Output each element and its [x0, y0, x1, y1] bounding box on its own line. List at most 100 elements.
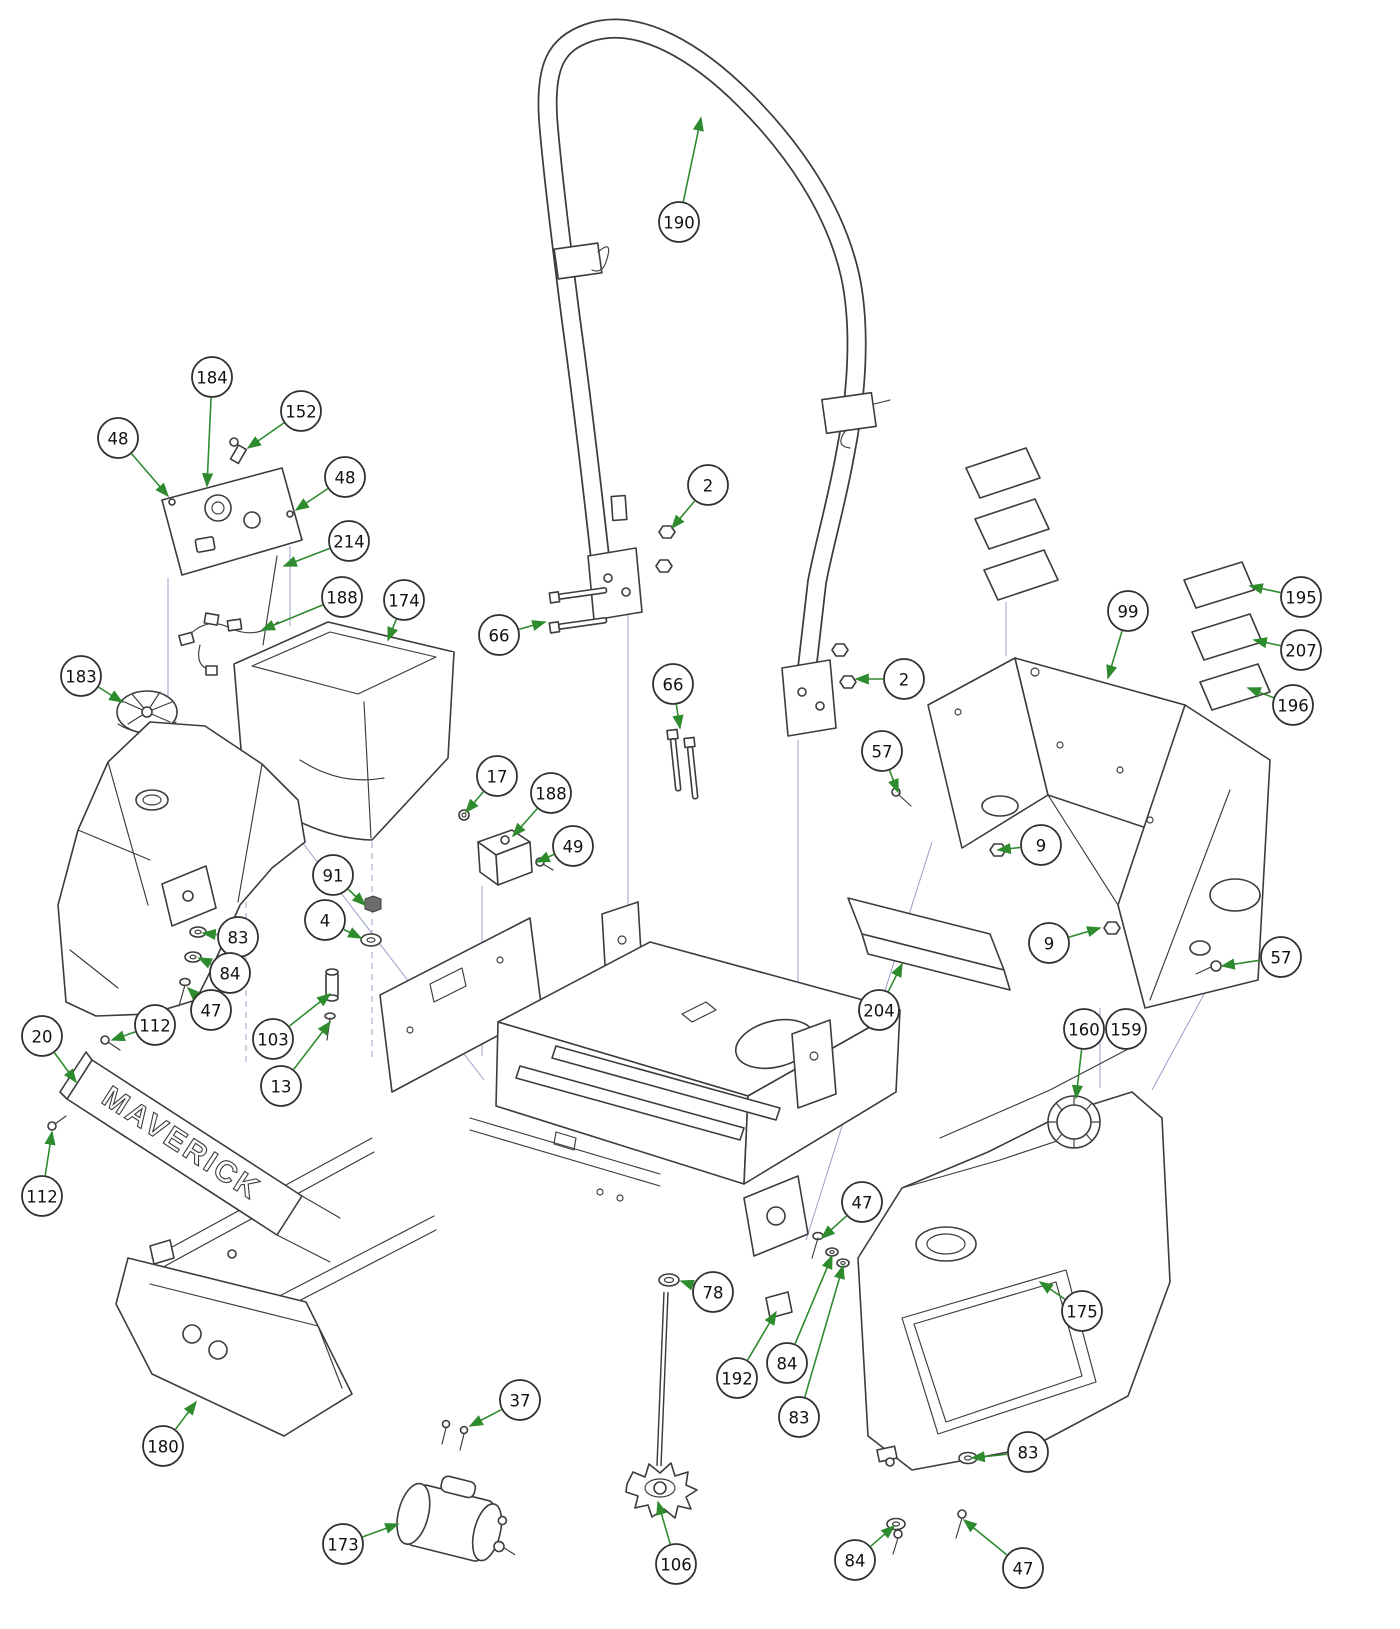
- callout-57: 57: [1220, 936, 1302, 978]
- leader-line: [186, 986, 202, 1001]
- brand-label: MAVERICK: [96, 1080, 266, 1207]
- balloon-label: 4: [320, 912, 331, 931]
- leader-line: [197, 957, 213, 969]
- balloon-label: 195: [1285, 589, 1317, 608]
- leader-line: [794, 1254, 833, 1344]
- callout-173: 173: [322, 1523, 400, 1565]
- balloon-label: 204: [863, 1002, 895, 1021]
- front-bumper: [115, 1239, 353, 1437]
- balloon-label: 99: [1118, 603, 1139, 622]
- callout-4: 4: [304, 899, 363, 941]
- leader-line: [970, 1451, 1008, 1463]
- balloon-circle: [328, 520, 370, 562]
- leader-line: [1068, 926, 1102, 938]
- callout-49: 49: [535, 825, 594, 867]
- balloon-circle: [499, 1379, 541, 1421]
- callout-188: 188: [260, 576, 363, 631]
- leader-line: [1220, 958, 1261, 970]
- leader-line: [820, 1215, 847, 1240]
- leader-line: [362, 1523, 400, 1538]
- callout-83: 83: [778, 1264, 845, 1438]
- leader-line: [887, 962, 903, 992]
- callout-17: 17: [464, 755, 518, 814]
- balloon-label: 66: [489, 627, 510, 646]
- balloon-circle: [1280, 576, 1322, 618]
- leader-line: [246, 422, 285, 449]
- balloon-label: 47: [201, 1002, 222, 1021]
- balloon-circle: [1272, 684, 1314, 726]
- leader-line: [98, 686, 124, 703]
- heat-shields-right: [1183, 561, 1271, 711]
- callout-112: 112: [21, 1130, 63, 1217]
- balloon-circle: [252, 1018, 294, 1060]
- callout-207: 207: [1252, 629, 1322, 671]
- callout-57: 57: [861, 730, 903, 794]
- leader-line: [131, 453, 170, 498]
- leader-line: [53, 1052, 77, 1084]
- callout-103: 103: [252, 993, 332, 1060]
- leader-line: [1106, 630, 1123, 680]
- callout-91: 91: [312, 854, 367, 907]
- balloon-circle: [476, 755, 518, 797]
- balloon-label: 83: [228, 929, 249, 948]
- callout-184: 184: [191, 356, 233, 488]
- leader-line: [1248, 583, 1281, 595]
- callout-9: 9: [996, 824, 1062, 866]
- leader-line: [518, 620, 547, 631]
- balloon-circle: [97, 417, 139, 459]
- leader-line: [962, 1518, 1008, 1556]
- balloon-label: 190: [663, 214, 695, 233]
- balloon-label: 184: [196, 369, 228, 388]
- leader-line: [294, 488, 329, 511]
- leader-line: [535, 851, 555, 863]
- rops-mounting-hardware: [548, 525, 857, 800]
- balloon-label: 84: [777, 1355, 798, 1374]
- balloon-label: 152: [285, 403, 317, 422]
- balloon-label: 9: [1044, 935, 1055, 954]
- callout-106: 106: [655, 1500, 697, 1585]
- balloon-circle: [1105, 1008, 1147, 1050]
- callout-84: 84: [834, 1524, 896, 1581]
- cable-tie: [262, 555, 278, 646]
- balloon-circle: [260, 1065, 302, 1107]
- engine-deck-panel: [891, 657, 1271, 1009]
- vent-line: [939, 1047, 1131, 1139]
- leader-line: [870, 1524, 896, 1547]
- balloon-circle: [1020, 824, 1062, 866]
- balloon-circle: [383, 579, 425, 621]
- leader-line: [1071, 1049, 1084, 1100]
- balloon-label: 49: [563, 838, 584, 857]
- leader-line: [682, 116, 704, 202]
- balloon-label: 20: [32, 1028, 53, 1047]
- callout-112: 112: [110, 1004, 176, 1046]
- balloon-circle: [478, 614, 520, 656]
- balloon-circle: [861, 730, 903, 772]
- callout-9: 9: [1028, 922, 1102, 964]
- leader-line: [511, 808, 538, 838]
- callout-83: 83: [201, 916, 259, 958]
- balloon-circle: [280, 390, 322, 432]
- balloon-label: 112: [139, 1017, 171, 1036]
- leader-line: [282, 547, 330, 567]
- balloon-circle: [552, 825, 594, 867]
- balloon-label: 57: [1271, 949, 1292, 968]
- balloon-label: 214: [333, 533, 365, 552]
- balloon-circle: [655, 1543, 697, 1585]
- callout-183: 183: [60, 655, 124, 703]
- balloon-circle: [1028, 922, 1070, 964]
- leader-line: [387, 619, 398, 642]
- leader-line: [670, 500, 696, 530]
- balloon-circle: [21, 1015, 63, 1057]
- balloon-label: 84: [220, 965, 241, 984]
- callout-66: 66: [652, 663, 694, 730]
- balloon-label: 2: [899, 671, 910, 690]
- balloon-circle: [142, 1425, 184, 1467]
- leader-line: [174, 1400, 197, 1430]
- balloon-label: 183: [65, 668, 97, 687]
- callout-159: 159: [1105, 1008, 1147, 1050]
- callout-195: 195: [1248, 576, 1322, 618]
- leader-line: [468, 1408, 502, 1427]
- balloon-circle: [778, 1396, 820, 1438]
- balloon-circle: [1061, 1290, 1103, 1332]
